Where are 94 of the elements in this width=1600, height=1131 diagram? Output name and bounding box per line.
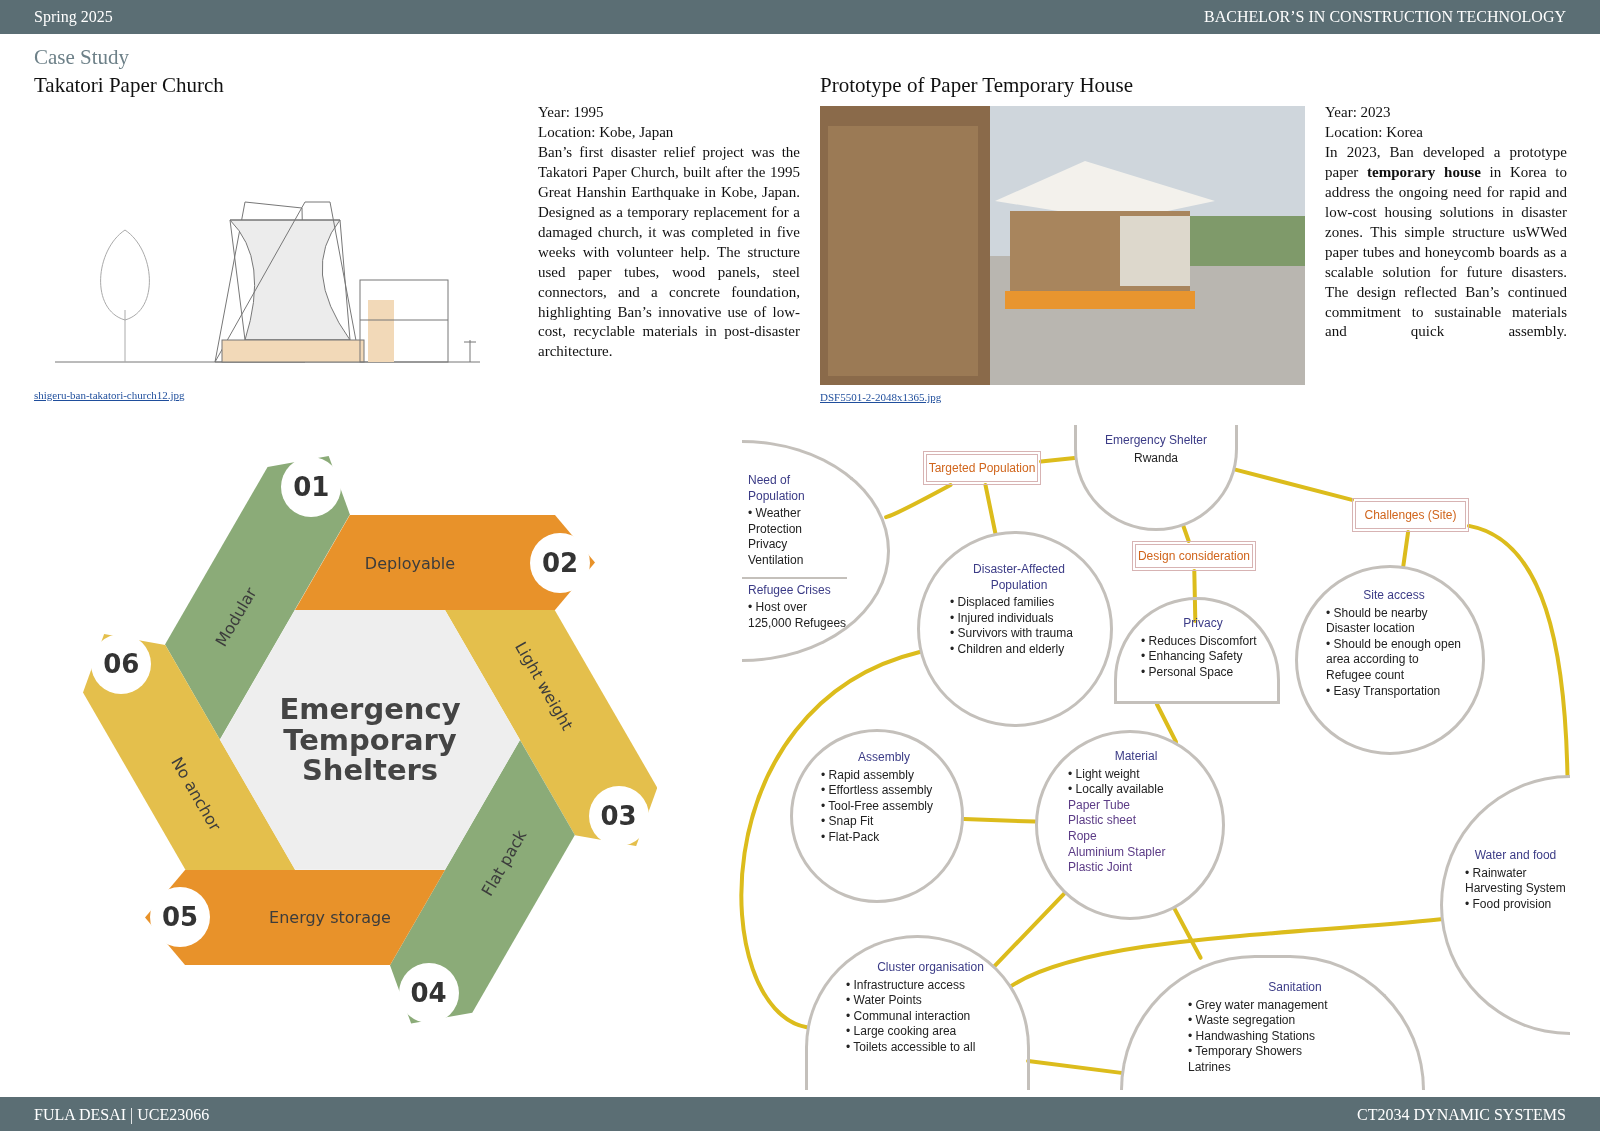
list-item: • Reduces Discomfort xyxy=(1141,633,1258,650)
list-item: • Grey water management xyxy=(1188,997,1329,1014)
connector-line xyxy=(1026,1059,1124,1075)
list-item: • Food provision xyxy=(1465,896,1553,913)
connector-line xyxy=(884,483,953,520)
node-heading: Cluster organisation xyxy=(876,960,985,976)
list-item: • Rapid assembly xyxy=(821,767,915,784)
list-item: Privacy xyxy=(748,537,789,553)
list-item: • Toilets accessible to all xyxy=(846,1039,977,1056)
list-item: • Children and elderly xyxy=(950,641,1066,658)
connector-line xyxy=(1181,524,1191,543)
case-title: Takatori Paper Church xyxy=(34,72,224,99)
topic-dome xyxy=(1120,955,1425,1090)
topic-box: Challenges (Site) xyxy=(1352,498,1469,532)
node-heading: Sanitation xyxy=(1267,980,1323,996)
list-item: Plastic sheet xyxy=(1068,813,1138,829)
list-item: Rope xyxy=(1068,828,1098,845)
connector-line xyxy=(1154,702,1178,744)
number-badge: 05 xyxy=(150,887,210,948)
center-title: Emergency Temporary Shelters xyxy=(278,694,462,786)
location-text: Location: Korea xyxy=(1325,123,1424,142)
connector-line xyxy=(1009,917,1443,989)
list-item: • Should be nearby Disaster location xyxy=(1326,605,1429,637)
list-item: • Waste segregation xyxy=(1188,1013,1297,1029)
list-item: • Communal interaction xyxy=(846,1008,972,1025)
list-item: • Snap Fit xyxy=(821,814,875,830)
semester-text: Spring 2025 xyxy=(34,7,113,28)
list-item: Latrines xyxy=(1188,1059,1232,1076)
node-heading: Emergency Shelter xyxy=(1103,433,1208,449)
list-item: • Should be enough open area according to Refugee count xyxy=(1326,636,1462,684)
connector-line xyxy=(1039,455,1077,464)
node-heading: Water and food xyxy=(1473,848,1558,864)
topic-dome xyxy=(805,935,1030,1090)
topic-circle xyxy=(1035,730,1225,920)
connector-line xyxy=(739,650,922,1030)
connector-line xyxy=(992,891,1067,969)
list-item: • Handwashing Stations xyxy=(1188,1028,1316,1045)
node-heading: Site access xyxy=(1362,588,1426,604)
year-text: Year: 1995 xyxy=(538,103,605,122)
list-item: • Displaced families xyxy=(950,595,1056,611)
topic-circle xyxy=(790,729,964,903)
topic-circle xyxy=(917,531,1113,727)
connector-line xyxy=(1233,467,1354,502)
list-item: Paper Tube xyxy=(1068,797,1132,814)
list-item: Rwanda xyxy=(1133,450,1179,467)
connector-line xyxy=(1467,523,1570,777)
list-item: • Survivors with trauma xyxy=(950,626,1074,642)
list-item: • Easy Transportation xyxy=(1326,683,1442,700)
topic-box: Targeted Population xyxy=(923,451,1041,485)
case-title: Prototype of Paper Temporary House xyxy=(820,72,1134,99)
list-item: • Flat-Pack xyxy=(821,829,881,846)
list-item: • Locally available xyxy=(1068,782,1165,798)
node-heading: Privacy xyxy=(1182,616,1224,632)
list-item: • Personal Space xyxy=(1141,664,1235,681)
program-title: BACHELOR’S IN CONSTRUCTION TECHNOLOGY xyxy=(1204,7,1566,27)
arm-label: Deployable xyxy=(364,553,456,573)
description-paragraph: Ban’s first disaster relief project was the Takatori Paper Church, built after the 1995 Great Hanshin Earthquake in Kobe, Japan. Designed as a temporary replacement for a damaged church, it was completed in five weeks with volunteer help. The structure used paper tubes, wood panels, steel connectors, and a concrete foundation, highlighting Ban’s innovative use of low-cost, recyclable materials in post-disaster architecture. xyxy=(538,143,800,362)
list-item: • Host over 125,000 Refugees xyxy=(748,600,847,632)
course-text: CT2034 DYNAMIC SYSTEMS xyxy=(1357,1105,1566,1125)
list-item: • Injured individuals xyxy=(950,610,1055,627)
list-item: Plastic Joint xyxy=(1068,860,1134,876)
list-item: • Light weight xyxy=(1068,766,1141,783)
list-item: • Large cooking area xyxy=(846,1024,958,1040)
connector-line xyxy=(983,483,998,535)
list-item: • Temporary Showers xyxy=(1188,1044,1304,1060)
connector-line xyxy=(1401,530,1411,568)
connector-line xyxy=(961,817,1038,824)
file-link: shigeru-ban-takatori-church12.jpg xyxy=(34,388,185,403)
list-item: • Tool-Free assembly xyxy=(821,798,935,815)
section-heading: Case Study xyxy=(34,44,130,71)
list-item: • Effortless assembly xyxy=(821,783,934,799)
location-text: Location: Kobe, Japan xyxy=(538,123,675,142)
arm-label: Energy storage xyxy=(269,907,391,927)
list-item: • Water Points xyxy=(846,993,923,1009)
topic-dome xyxy=(1114,597,1280,704)
author-text: FULA DESAI | UCE23066 xyxy=(34,1105,210,1126)
connector-line xyxy=(1192,569,1198,623)
connector-line xyxy=(1172,906,1203,960)
node-heading: Disaster-Affected Population xyxy=(972,562,1066,594)
list-item: Aluminium Stapler xyxy=(1068,844,1167,861)
description-paragraph: In 2023, Ban developed a prototype paper temporary house in Korea to address the ongoing need for rapid and low-cost housing solutions in disaster zones. This simple structure usWWed paper tubes and honeycomb boards as a scalable solution for future disasters. The design reflected Ban’s continued commitment to sustainable materials and quick assembly. xyxy=(1325,143,1567,342)
node-heading: Material xyxy=(1113,749,1159,765)
year-text: Year: 2023 xyxy=(1325,103,1392,122)
node-heading: Assembly xyxy=(857,750,911,766)
list-item: • Enhancing Safety xyxy=(1141,649,1244,665)
topic-box: Design consideration xyxy=(1132,541,1256,571)
file-link: DSF5501-2-2048x1365.jpg xyxy=(820,390,942,405)
list-item: • Infrastructure access xyxy=(846,977,966,994)
list-item: • Rainwater Harvesting System xyxy=(1465,865,1566,897)
topic-circle xyxy=(1295,565,1485,755)
node-heading: Need of Population xyxy=(748,473,806,505)
list-item: • Weather Protection xyxy=(748,506,804,538)
node-heading: Refugee Crises xyxy=(742,576,847,599)
list-item: Ventilation xyxy=(748,552,805,569)
